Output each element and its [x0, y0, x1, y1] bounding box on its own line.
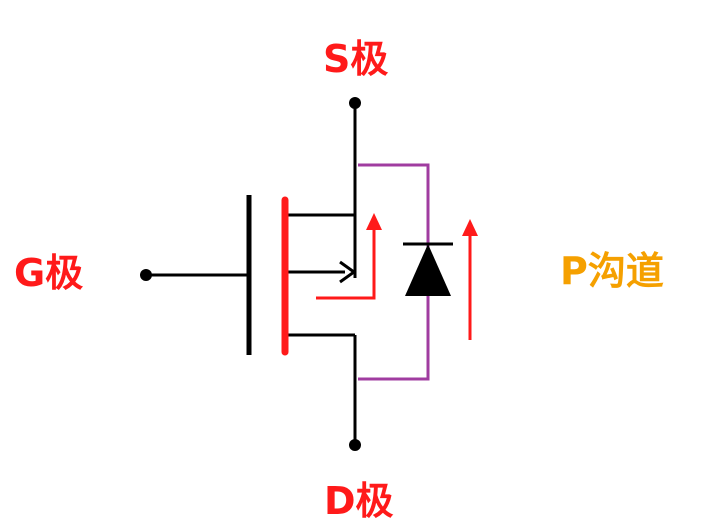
source-label: S极	[323, 37, 389, 81]
body-arrow-icon	[339, 260, 357, 284]
source-terminal	[349, 97, 361, 109]
drain-label: D极	[324, 479, 394, 523]
drain-terminal	[349, 439, 361, 451]
diode-current-arrowhead-icon	[462, 219, 478, 236]
channel-current-arrowhead-icon	[366, 213, 382, 230]
gate-label: G极	[14, 251, 84, 295]
gate-terminal	[140, 269, 152, 281]
body-diode-icon	[405, 244, 451, 296]
channel-type-label: P沟道	[560, 249, 664, 293]
channel-current-arrow	[316, 225, 376, 300]
